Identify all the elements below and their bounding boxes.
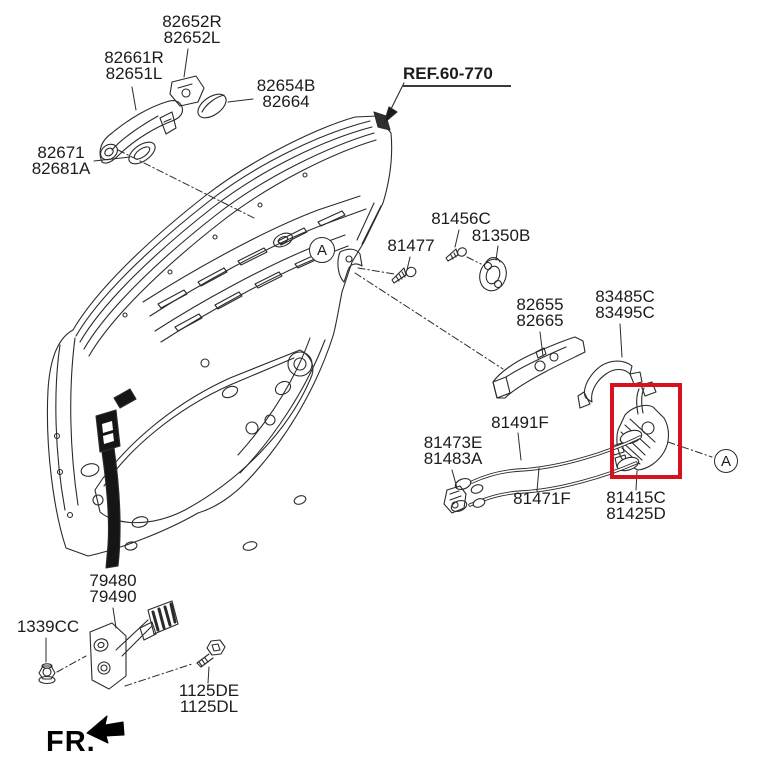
part-label-83485C: 83485C 83495C — [595, 287, 655, 322]
part-label-82661: 82661R 82651L — [104, 48, 164, 83]
view-marker-a-door: A — [309, 237, 335, 263]
part-label-81477: 81477 — [387, 236, 435, 255]
nut-1339CC-drawing — [38, 663, 56, 685]
part-label-79480: 79480 79490 — [89, 571, 137, 606]
view-marker-a-latch: A — [714, 449, 738, 473]
handle-base-82655-drawing — [492, 336, 586, 399]
screw-81477-drawing — [391, 266, 417, 284]
view-marker-letter: A — [720, 452, 731, 470]
part-label-81415C: 81415C 81425D — [606, 488, 666, 523]
part-label-81350B: 81350B — [471, 226, 531, 245]
latch-cables-drawing — [450, 435, 642, 512]
handle-grip-83485C-drawing — [577, 360, 643, 409]
fr-direction-arrow — [86, 715, 125, 744]
door-check-79480-drawing — [89, 600, 179, 690]
part-label-1339CC: 1339CC — [16, 617, 80, 636]
bolt-1125DE-drawing — [196, 639, 226, 668]
clip-81473E-drawing — [443, 485, 467, 514]
door-panel-drawing — [46, 111, 393, 569]
view-marker-letter: A — [316, 241, 327, 259]
part-label-81491F: 81491F — [491, 413, 549, 432]
ref-arrow — [383, 82, 405, 124]
part-label-81473E: 81473E 81483A — [423, 433, 483, 468]
part-label-81456C: 81456C — [431, 209, 491, 228]
part-label-81471F: 81471F — [513, 489, 571, 508]
ref-callout-label: REF.60-770 — [403, 64, 511, 87]
part-label-1125DE: 1125DE 1125DL — [178, 681, 240, 716]
outside-handle-drawing — [99, 75, 227, 165]
screw-81456C-drawing — [445, 247, 467, 262]
part-label-82671: 82671 82681A — [31, 143, 91, 178]
part-label-82654: 82654B 82664 — [256, 76, 316, 111]
highlight-box-latch-81415C — [610, 383, 682, 479]
reference-dash-lines — [56, 149, 713, 687]
part-label-82655: 82655 82665 — [516, 295, 564, 330]
part-label-82652: 82652R 82652L — [162, 12, 222, 47]
fr-direction-label: FR. — [46, 726, 96, 758]
striker-81350B-drawing — [479, 256, 507, 292]
leader-lines — [45, 48, 638, 684]
